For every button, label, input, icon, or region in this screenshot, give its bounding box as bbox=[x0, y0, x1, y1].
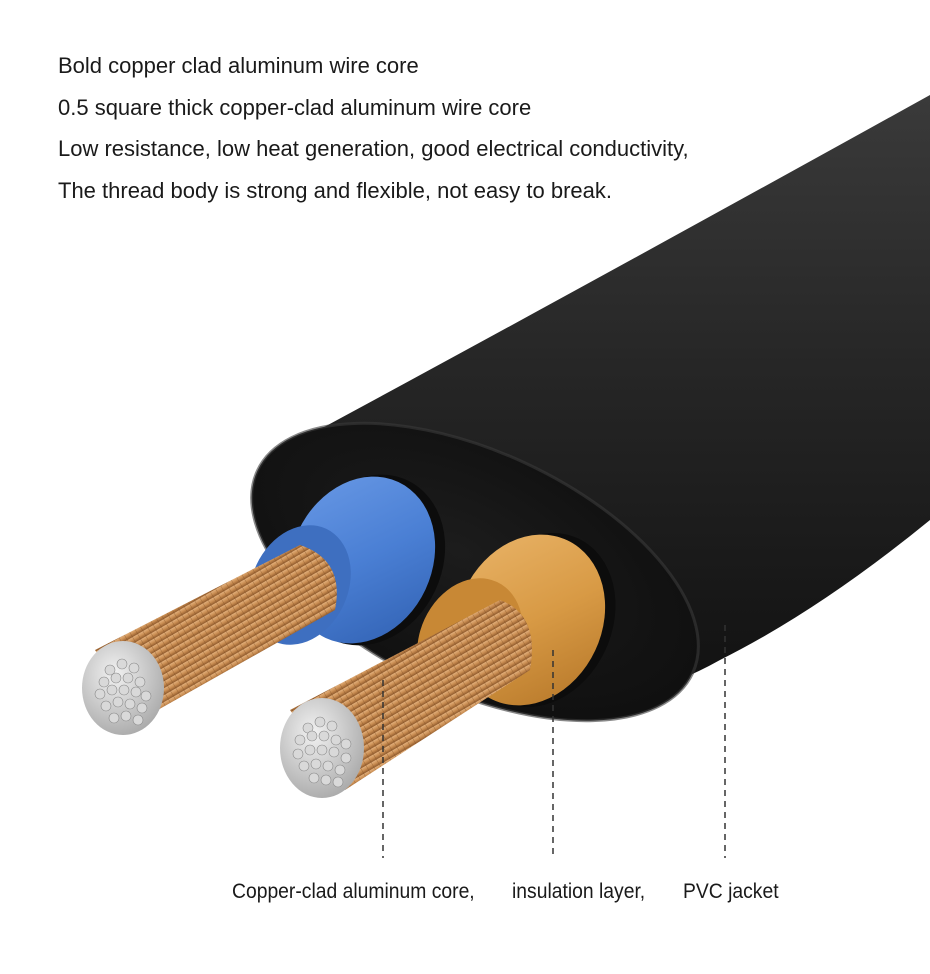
feature-line: 0.5 square thick copper-clad aluminum wi… bbox=[58, 94, 532, 120]
jacket-label: PVC jacket bbox=[683, 880, 779, 903]
copper-core-lower bbox=[280, 600, 532, 798]
feature-line: Low resistance, low heat generation, goo… bbox=[58, 136, 689, 161]
pvc-jacket bbox=[300, 95, 930, 701]
core-label: Copper-clad aluminum core, bbox=[232, 880, 475, 903]
feature-list: Bold copper clad aluminum wire core 0.5 … bbox=[58, 52, 689, 218]
feature-line: Bold copper clad aluminum wire core bbox=[58, 53, 419, 78]
copper-core-upper bbox=[82, 545, 337, 735]
feature-line: The thread body is strong and flexible, … bbox=[58, 177, 612, 203]
insulation-label: insulation layer, bbox=[512, 880, 646, 903]
